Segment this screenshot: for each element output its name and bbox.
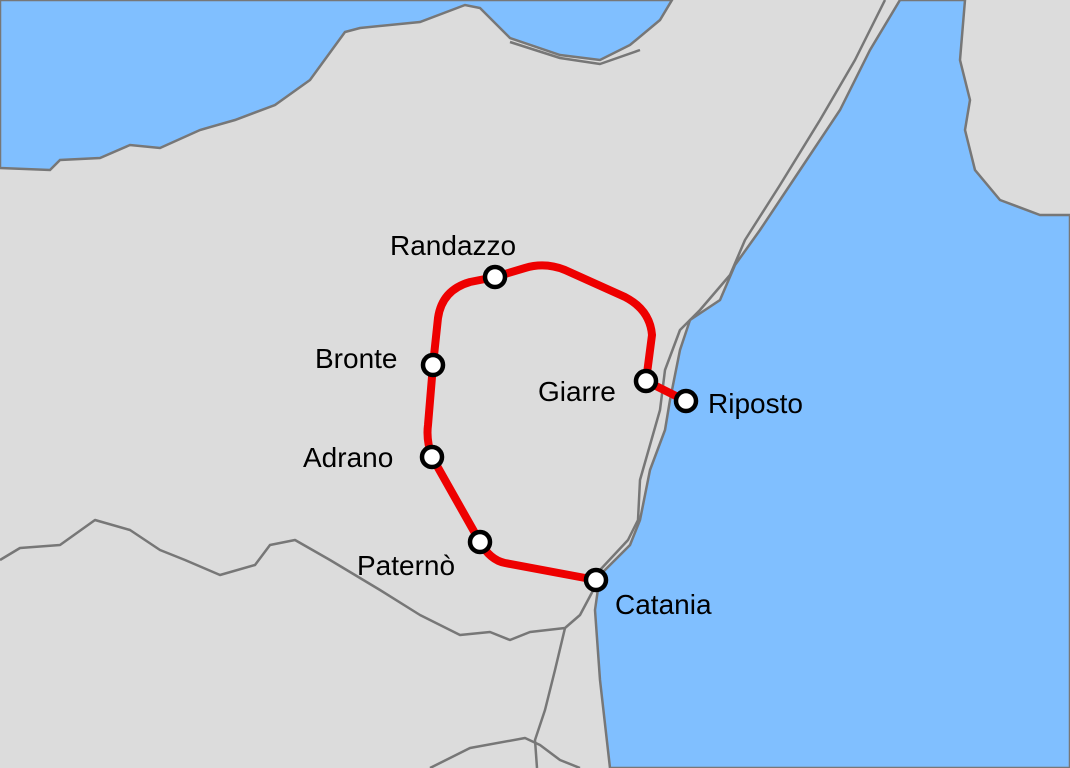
station-label: Giarre (538, 376, 616, 407)
sea-ionian (593, 0, 1070, 768)
station-marker[interactable] (420, 352, 446, 378)
station-marker[interactable] (633, 368, 659, 394)
station-label: Paternò (357, 550, 455, 581)
province-border (0, 518, 598, 642)
station-label: Catania (615, 589, 712, 620)
road-south (429, 736, 581, 768)
station-giarre[interactable]: Giarre (538, 368, 659, 407)
coast-road-north (509, 40, 641, 66)
station-bronte[interactable]: Bronte (315, 343, 446, 378)
station-paterno[interactable]: Paternò (357, 529, 493, 581)
station-marker[interactable] (673, 388, 699, 414)
station-riposto[interactable]: Riposto (673, 388, 803, 419)
station-marker[interactable] (583, 567, 609, 593)
station-adrano[interactable]: Adrano (303, 442, 445, 473)
railway-south (533, 627, 567, 768)
station-label: Bronte (315, 343, 398, 374)
station-catania[interactable]: Catania (583, 567, 712, 620)
station-label: Adrano (303, 442, 393, 473)
coast-road-east (599, 0, 887, 571)
sea-tyrrhenian (0, 0, 674, 172)
station-marker[interactable] (419, 444, 445, 470)
station-label: Randazzo (390, 230, 516, 261)
station-marker[interactable] (467, 529, 493, 555)
station-marker[interactable] (482, 264, 508, 290)
station-label: Riposto (708, 388, 803, 419)
station-randazzo[interactable]: Randazzo (390, 230, 516, 290)
